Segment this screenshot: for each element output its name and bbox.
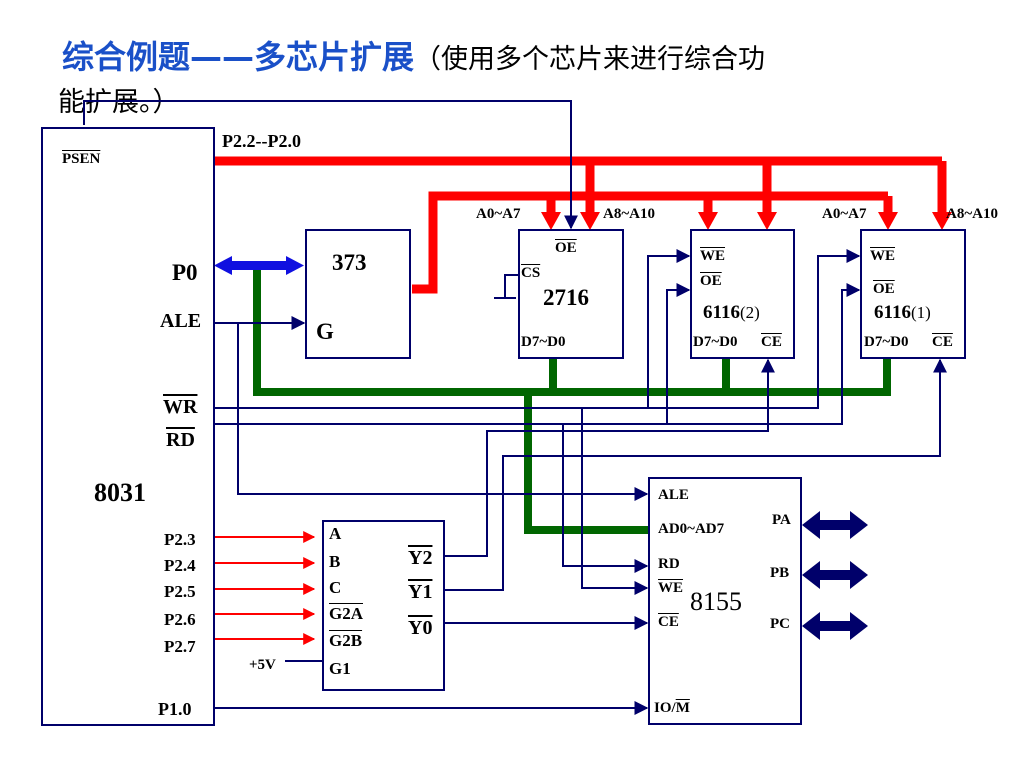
io-8155-box xyxy=(648,477,802,725)
decoder-g2b-label: G2B xyxy=(329,631,363,650)
ram2-ce-label: CE xyxy=(761,334,782,350)
address-bus xyxy=(214,156,947,294)
latch-g-label: G xyxy=(316,319,334,344)
ram2-oe-label: OE xyxy=(700,273,722,289)
io-pb-label: PB xyxy=(770,565,790,581)
control-wires xyxy=(83,100,947,715)
decoder-y0-label: Y0 xyxy=(408,617,433,639)
io-pc-label: PC xyxy=(770,616,790,632)
a810-left-label: A8~A10 xyxy=(603,206,655,222)
ram2-index: (2) xyxy=(739,303,760,322)
io-name-label: 8155 xyxy=(690,587,742,616)
ram2-we-label: WE xyxy=(700,248,726,264)
page-title: 综合例题——多芯片扩展（使用多个芯片来进行综合功 xyxy=(62,32,765,78)
io-ale-label: ALE xyxy=(658,487,689,503)
p10-label: P1.0 xyxy=(158,699,192,719)
vcc-label: +5V xyxy=(249,657,276,673)
psen-label: PSEN xyxy=(62,151,101,167)
pc-arrow xyxy=(802,612,868,640)
ram2-name: 6116 xyxy=(703,302,740,323)
io-we-label: WE xyxy=(658,580,684,596)
title-subtitle-continued: 能扩展。） xyxy=(58,87,180,118)
eprom-data-label: D7~D0 xyxy=(521,334,566,350)
a810-right-label: A8~A10 xyxy=(946,206,998,222)
io-ce-label: CE xyxy=(658,614,679,630)
port-arrows xyxy=(802,511,868,640)
decoder-g1-label: G1 xyxy=(329,659,351,678)
latch-name-label: 373 xyxy=(332,250,367,275)
io-pa-label: PA xyxy=(772,512,791,528)
ram1-oe-label: OE xyxy=(873,281,895,297)
io-ad-label: AD0~AD7 xyxy=(658,521,725,537)
p23-label: P2.3 xyxy=(164,530,196,549)
a07-right-label: A0~A7 xyxy=(822,206,867,222)
data-bus xyxy=(253,266,891,534)
title-subtitle: （使用多个芯片来进行综合功 xyxy=(414,44,766,75)
ram2-data-label: D7~D0 xyxy=(693,334,738,350)
decoder-input-wires xyxy=(214,531,316,645)
a07-left-label: A0~A7 xyxy=(476,206,521,222)
ale-label: ALE xyxy=(160,310,202,332)
p0-bidirectional-arrow xyxy=(214,256,304,275)
decoder-a-label: A xyxy=(329,524,342,543)
ram-6116-2-box xyxy=(690,229,795,359)
p2-bus-label: P2.2--P2.0 xyxy=(222,131,301,151)
decoder-y1-label: Y1 xyxy=(408,581,433,603)
ram1-we-label: WE xyxy=(870,248,896,264)
eprom-name-label: 2716 xyxy=(543,285,589,310)
io-iom-prefix: IO/ xyxy=(654,700,676,716)
eprom-cs-label: CS xyxy=(521,265,541,281)
decoder-c-label: C xyxy=(329,578,342,597)
wr-label: WR xyxy=(163,396,198,418)
decoder-b-label: B xyxy=(329,552,341,571)
ram1-name: 6116 xyxy=(874,302,911,323)
decoder-138-box xyxy=(322,520,445,691)
ram2-name-label: 6116(2) xyxy=(703,303,760,322)
io-rd-label: RD xyxy=(658,556,680,572)
p26-label: P2.6 xyxy=(164,610,196,629)
eprom-oe-label: OE xyxy=(555,240,577,256)
p27-label: P2.7 xyxy=(164,637,196,656)
decoder-y2-label: Y2 xyxy=(408,547,433,569)
p0-label: P0 xyxy=(172,260,198,285)
address-bus-arrowheads xyxy=(541,212,952,230)
ram1-name-label: 6116(1) xyxy=(874,303,931,322)
rd-label: RD xyxy=(166,429,195,451)
pb-arrow xyxy=(802,561,868,589)
p25-label: P2.5 xyxy=(164,582,196,601)
latch-373-box xyxy=(305,229,411,359)
mcu-name-label: 8031 xyxy=(94,478,146,507)
io-iom-m: M xyxy=(675,700,690,716)
ram1-data-label: D7~D0 xyxy=(864,334,909,350)
ram1-index: (1) xyxy=(910,303,931,322)
p24-label: P2.4 xyxy=(164,556,196,575)
title-main: 综合例题——多芯片扩展 xyxy=(62,38,415,76)
ram-6116-1-box xyxy=(860,229,966,359)
pa-arrow xyxy=(802,511,868,539)
mcu-8031-box xyxy=(41,127,215,726)
decoder-g2a-label: G2A xyxy=(329,604,363,623)
io-iom-label: IO/M xyxy=(654,701,690,716)
eprom-2716-box xyxy=(518,229,624,359)
ram1-ce-label: CE xyxy=(932,334,953,350)
